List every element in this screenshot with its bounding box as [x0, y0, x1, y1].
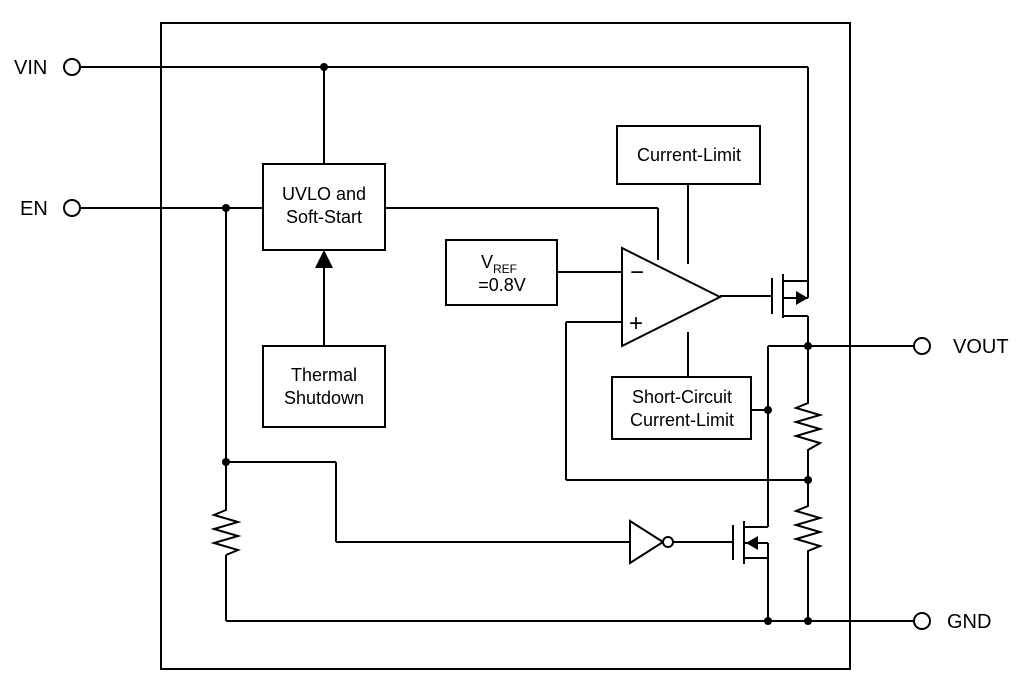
uvlo-label-line1: UVLO and	[282, 184, 366, 204]
amp-minus-symbol: −	[630, 259, 644, 286]
pin-gnd: GND	[913, 611, 991, 633]
pin-vout-label: VOUT	[953, 336, 1009, 358]
pin-vin: VIN	[14, 57, 81, 79]
pin-vin-label: VIN	[14, 57, 47, 79]
resistor-feedback-top	[792, 400, 824, 455]
current-limit-box	[616, 125, 761, 185]
short-circuit-limit-box	[611, 376, 752, 440]
wires	[81, 66, 920, 622]
discharge-nmos-transistor	[732, 521, 769, 564]
thermal-label-line1: Thermal	[291, 365, 357, 385]
pin-vout: VOUT	[913, 336, 1009, 358]
pass-pmos-transistor	[771, 274, 809, 318]
pin-en-label: EN	[20, 198, 48, 220]
uvlo-label-line2: Soft-Start	[286, 207, 362, 227]
vref-box	[445, 239, 558, 306]
inverter-gate	[629, 519, 674, 565]
pin-gnd-label: GND	[947, 611, 991, 633]
pin-en: EN	[20, 198, 81, 220]
thermal-label-line2: Shutdown	[284, 388, 364, 408]
error-amplifier: − +	[621, 246, 723, 348]
resistor-feedback-bottom	[792, 503, 824, 555]
resistor-en-pulldown	[210, 503, 242, 556]
thermal-arrowhead	[315, 250, 333, 268]
amp-plus-symbol: +	[629, 310, 643, 337]
junction-dots	[222, 63, 812, 625]
current-limit-label: Current-Limit	[637, 145, 741, 165]
thermal-shutdown-box	[262, 345, 386, 428]
vref-value: =0.8V	[478, 275, 526, 295]
uvlo-softstart-box	[262, 163, 386, 251]
vref-label: VREF	[481, 252, 517, 276]
sc-label-line1: Short-Circuit	[632, 387, 732, 407]
sc-label-line2: Current-Limit	[630, 410, 734, 430]
